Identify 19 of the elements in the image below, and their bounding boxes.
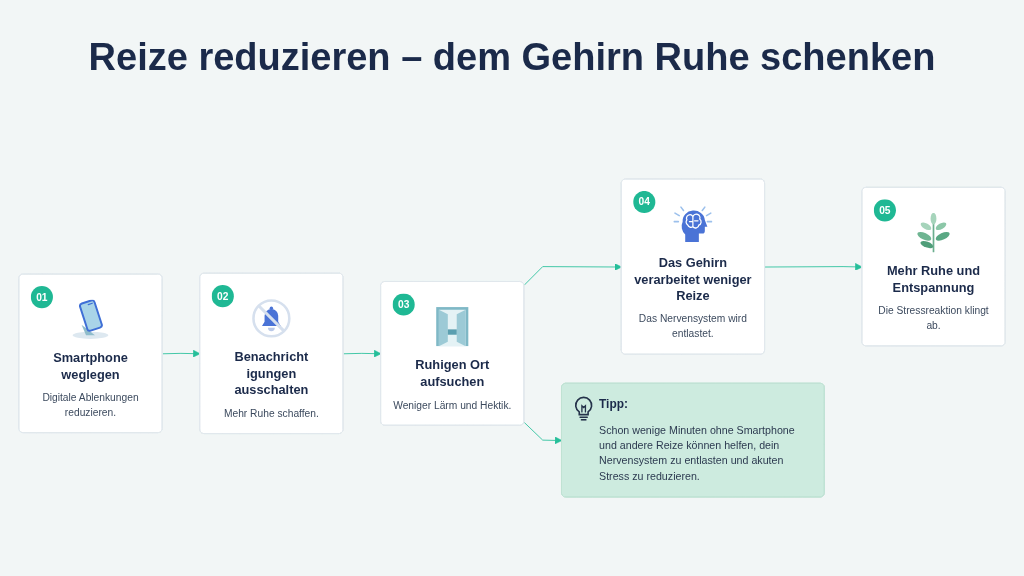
tip-text: Schon wenige Minuten ohne Smartphone und andere Reize können helfen, dein Nervensystem zu entlasten und akuten Stress zu reduzieren. <box>599 423 796 485</box>
step-title: Ruhigen Ort aufsuchen <box>414 356 491 390</box>
step-title: Das Gehirn verarbeitet weniger Reize <box>633 254 753 304</box>
step-card <box>861 186 1006 347</box>
step-card <box>380 281 525 426</box>
step-title: Benachricht igungen ausschalten <box>233 348 310 399</box>
tip-heading: Tipp: <box>599 396 629 413</box>
step-description: Die Stressreaktion klingt ab. <box>877 303 990 334</box>
step-card <box>199 272 344 434</box>
step-card <box>620 178 765 355</box>
step-title: Mehr Ruhe und Entspannung <box>885 262 982 296</box>
step-description: Weniger Lärm und Hektik. <box>392 397 512 413</box>
step-card <box>18 273 163 434</box>
title: Reize reduzieren – dem Gehirn Ruhe schenken <box>88 36 936 79</box>
step-description: Das Nervensystem wird entlastet. <box>637 312 748 342</box>
step-description: Mehr Ruhe schaffen. <box>222 406 320 422</box>
tip-box <box>561 382 825 498</box>
step-title: Smartphone weglegen <box>52 349 129 383</box>
step-description: Digitale Ablenkungen reduzieren. <box>41 390 140 421</box>
